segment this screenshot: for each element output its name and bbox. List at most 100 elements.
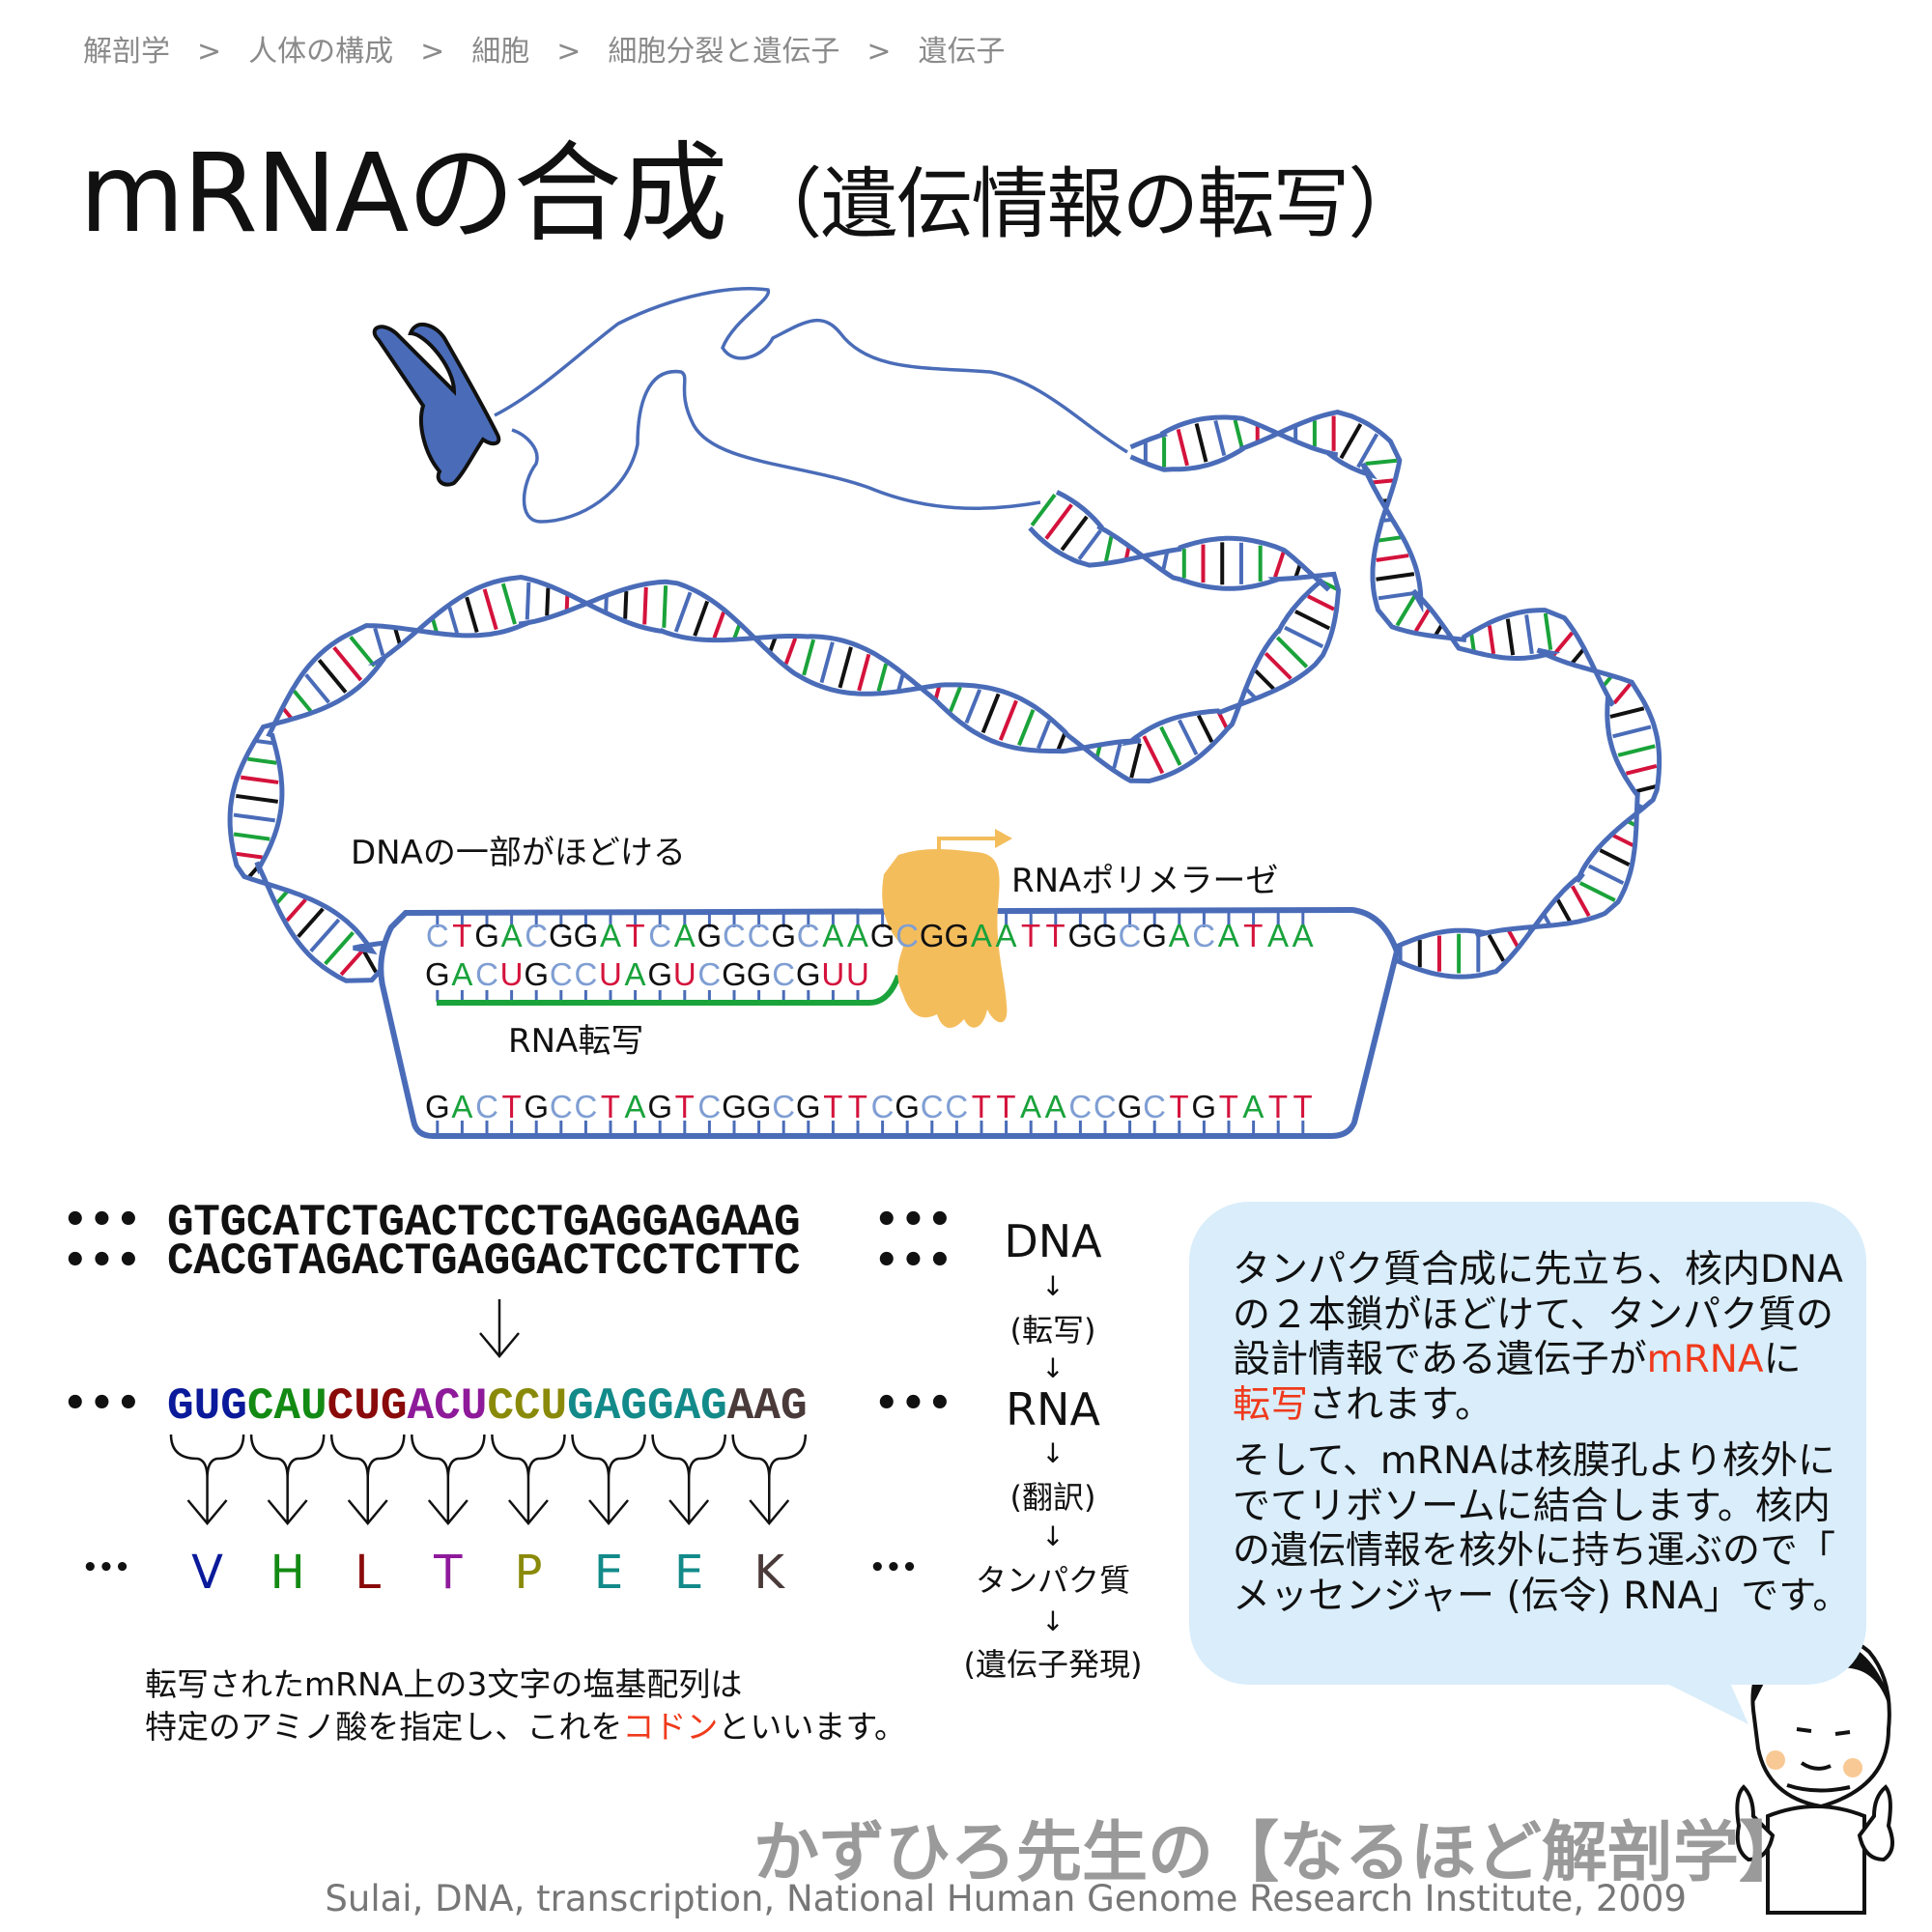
base-letter: G: [1191, 1089, 1217, 1124]
image-credit: Sulai, DNA, transcription, National Huma…: [325, 1878, 1687, 1919]
base-letter: T: [971, 1089, 991, 1124]
base-letter: A: [1168, 918, 1190, 953]
unwind-label: DNAの一部がほどける: [351, 834, 686, 872]
ellipsis: •••: [874, 1381, 954, 1426]
base-letter: G: [1067, 918, 1094, 953]
bubble-line: でてリボソームに結合します。核内: [1233, 1484, 1831, 1528]
base-letter: A: [995, 918, 1017, 953]
dna-bottom-sequence: CACGTAGACTGAGGACTCCTCTTC: [167, 1236, 801, 1287]
transcription-arrow: [479, 1299, 520, 1358]
transcription-highlight: 転写: [1233, 1382, 1309, 1427]
codon: ACU: [407, 1381, 488, 1432]
base-letter: C: [697, 956, 722, 992]
flow-step-gene-expression: (遺伝子発現): [963, 1646, 1143, 1683]
base-letter: C: [1068, 1089, 1093, 1124]
base-letter: T: [501, 1089, 522, 1124]
base-letter: G: [1142, 918, 1167, 953]
base-pair-rung: [732, 624, 742, 639]
codon: AAG: [726, 1381, 808, 1432]
base-pair-rung: [465, 596, 479, 634]
codon-caption: 転写されたmRNA上の3文字の塩基配列は 特定のアミノ酸を指定し、これをコドンと…: [145, 1663, 906, 1748]
base-letter: C: [475, 956, 498, 992]
codon: GAG: [567, 1381, 647, 1432]
base-pair-rung: [1284, 625, 1324, 649]
bubble-line: そして、mRNAは核膜孔より核外に: [1233, 1439, 1836, 1483]
base-letter: G: [647, 956, 673, 992]
codon-bracket-arrow: [571, 1434, 646, 1525]
down-arrow-icon: ↓: [1041, 1437, 1065, 1469]
breadcrumb-item[interactable]: 解剖学: [83, 35, 170, 69]
breadcrumb-item[interactable]: 細胞分裂と遺伝子: [608, 35, 840, 69]
base-letter: A: [624, 956, 646, 992]
base-pair-rung: [304, 673, 330, 704]
dna-backbone-strand: [227, 490, 1342, 955]
base-pair-rung: [1625, 763, 1658, 776]
base-pair-rung: [1264, 651, 1293, 680]
base-pair-rung: [525, 582, 531, 620]
base-pair-rung: [1056, 732, 1067, 751]
base-letter: T: [600, 1089, 621, 1124]
codon: CAU: [246, 1381, 327, 1432]
base-letter: G: [795, 1089, 821, 1124]
base-letter: T: [847, 1089, 867, 1124]
base-pair-rung: [1570, 885, 1591, 918]
breadcrumb-item[interactable]: 人体の構成: [248, 35, 394, 69]
base-letter: G: [425, 956, 450, 992]
base-letter: C: [1192, 918, 1216, 953]
unwound-bubble-strands: [378, 906, 1401, 1139]
base-letter: A: [451, 956, 473, 992]
base-letter: T: [1169, 1089, 1189, 1124]
base-pair-rung: [1244, 688, 1257, 699]
base-pair-rung: [662, 585, 668, 628]
base-pair-rung: [1378, 590, 1418, 601]
breadcrumb-item[interactable]: 細胞: [471, 35, 530, 69]
base-pair-rung: [1617, 744, 1656, 757]
dna-top-sequence: GTGCATCTGACTCCTGAGGAGAAG: [167, 1198, 801, 1248]
base-pair-rung: [1178, 719, 1199, 755]
base-letter: U: [599, 956, 622, 992]
base-pair-rung: [933, 685, 942, 699]
breadcrumb-item-current[interactable]: 遺伝子: [918, 35, 1006, 69]
base-pair-rung: [857, 653, 871, 692]
base-pair-rung: [1612, 682, 1633, 705]
base-pair-rung: [1123, 546, 1131, 559]
base-letter: G: [895, 1089, 920, 1124]
base-pair-rung: [1524, 614, 1534, 655]
base-letter: C: [796, 918, 820, 953]
base-pair-rung: [1434, 624, 1444, 637]
base-pair-rung: [1469, 634, 1476, 651]
caption-line: 特定のアミノ酸を指定し、これをコドンといいます。: [145, 1706, 906, 1748]
base-pair-rung: [783, 638, 798, 665]
dna-backbone-strand: [1129, 414, 1662, 980]
amino-acid: E: [673, 1546, 704, 1600]
base-pair-rung: [240, 775, 279, 784]
base-letter: A: [1266, 918, 1289, 953]
base-pair-rung: [285, 897, 307, 923]
dna-backbone-strand: [254, 526, 1331, 983]
base-pair-rung: [768, 637, 778, 653]
flow-step-rna: RNA: [1006, 1383, 1100, 1435]
base-letter: G: [944, 918, 970, 953]
base-pair-rung: [1507, 929, 1520, 948]
base-pair-rung: [1161, 552, 1170, 570]
base-letter: A: [970, 918, 992, 953]
base-pair-rung: [281, 707, 294, 720]
base-pair-rung: [1505, 618, 1516, 656]
flow-step-protein: タンパク質: [975, 1562, 1131, 1599]
base-pair-rung: [1612, 724, 1652, 739]
base-pair-rung: [1077, 529, 1102, 561]
amino-acid: L: [355, 1546, 382, 1600]
base-pair-rung: [1487, 933, 1506, 962]
base-letter: G: [746, 1089, 772, 1124]
base-letter: A: [1217, 918, 1239, 953]
base-pair-rung: [1103, 536, 1114, 562]
base-pair-rung: [1017, 709, 1036, 747]
base-pair-rung: [236, 851, 263, 860]
base-pair-rung: [693, 600, 710, 637]
base-pair-rung: [1254, 668, 1275, 691]
base-pair-rung: [1587, 864, 1625, 886]
base-letter: A: [599, 918, 621, 953]
base-letter: A: [1044, 1089, 1066, 1124]
base-pair-rung: [1365, 458, 1398, 466]
